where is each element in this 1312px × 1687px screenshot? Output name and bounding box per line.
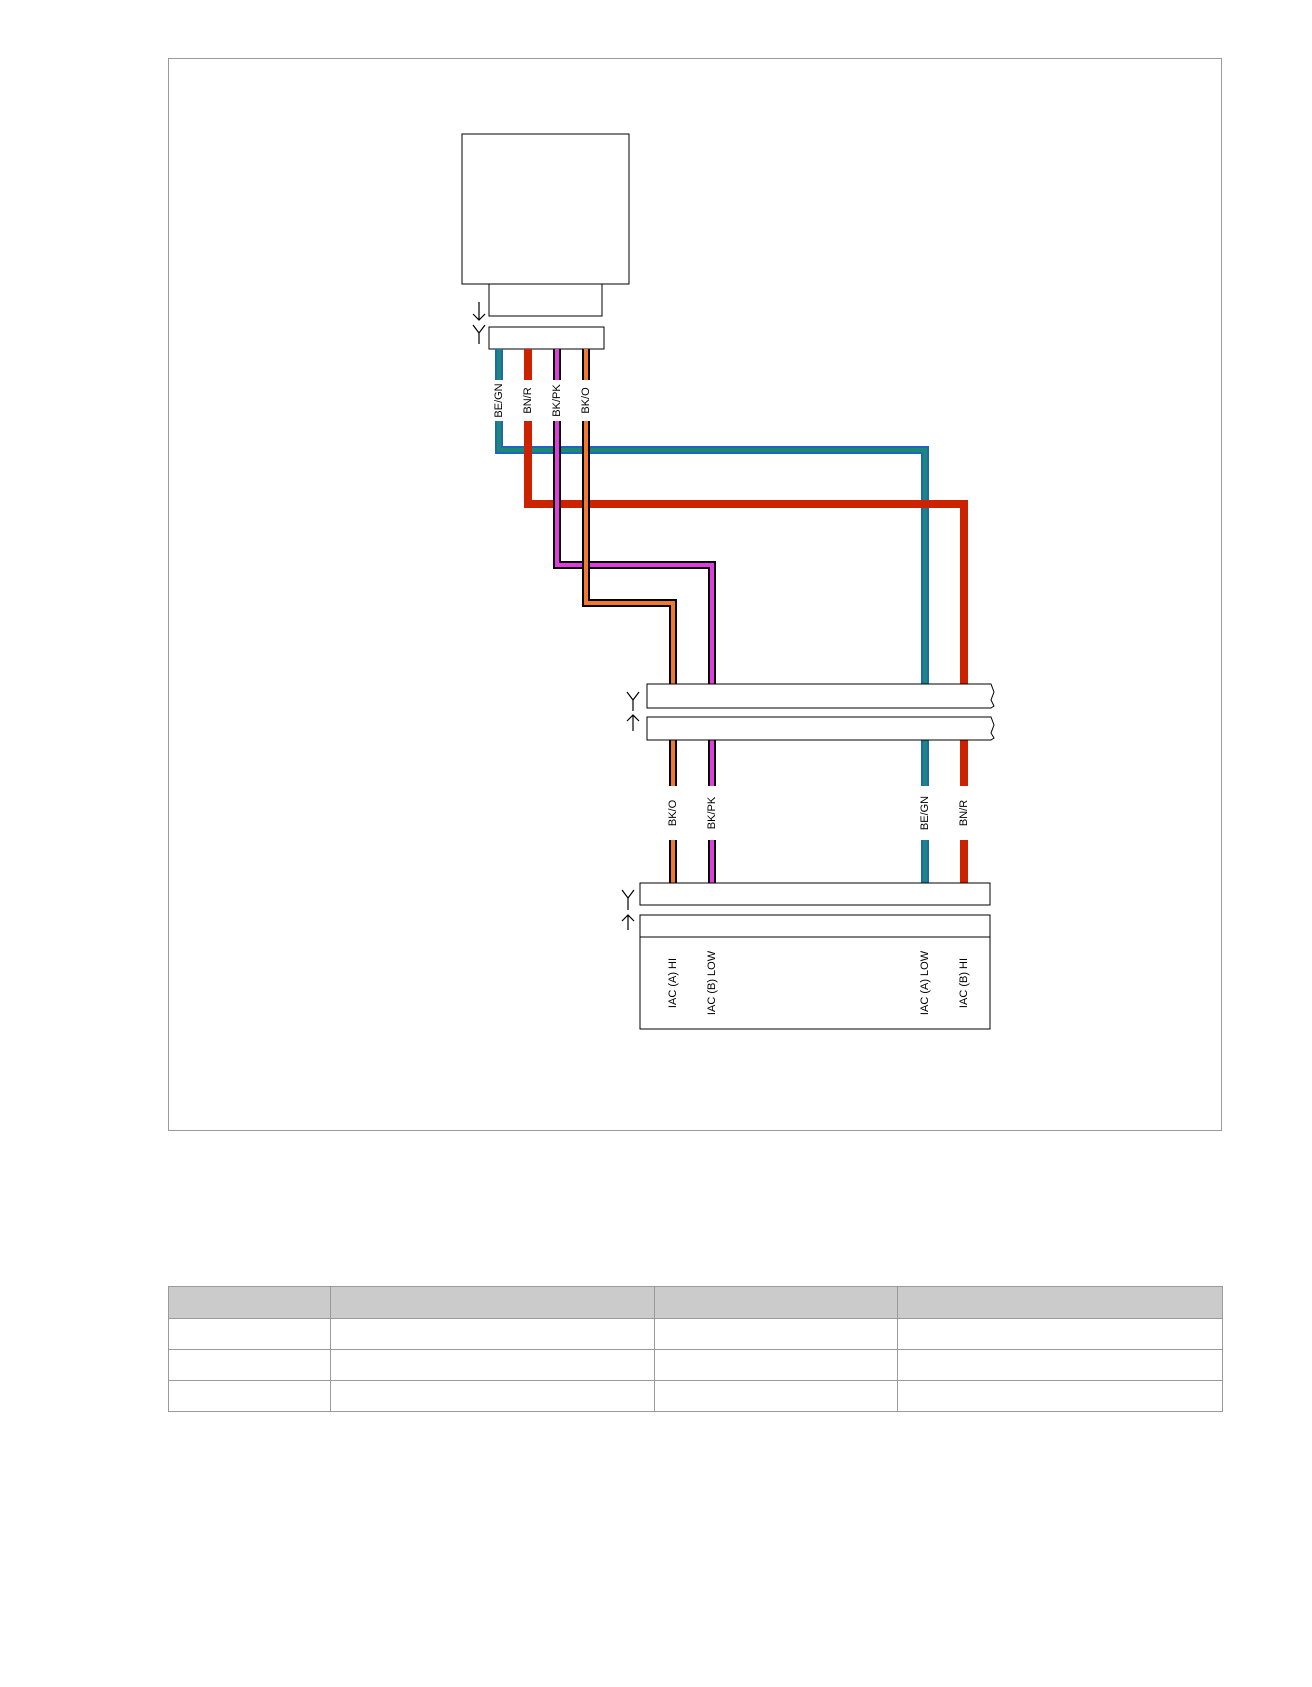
table-cell xyxy=(897,1349,1223,1381)
table-header-row xyxy=(168,1286,1223,1319)
bottom-wire-label: BN/R xyxy=(958,800,970,826)
table-cell xyxy=(168,1349,331,1381)
bottom-wire-labels: BK/O BK/PK BE/GN BN/R xyxy=(667,796,970,830)
diagram-border xyxy=(168,58,1222,1131)
pin-function-labels: IAC (A) HI IAC (B) LOW IAC (A) LOW IAC (B) … xyxy=(667,950,970,1015)
table-cell xyxy=(654,1380,898,1412)
top-wire-label: BN/R xyxy=(522,387,534,413)
connector-table xyxy=(168,1286,1223,1412)
bottom-wire-label: BE/GN xyxy=(919,796,931,830)
table-header-cell xyxy=(330,1286,655,1319)
module-connector xyxy=(621,882,991,1030)
table-row xyxy=(168,1318,1223,1350)
table-header-cell xyxy=(654,1286,898,1319)
table-cell xyxy=(168,1318,331,1350)
bottom-wire-label: BK/O xyxy=(667,799,679,826)
top-wire-label: BK/PK xyxy=(551,384,563,417)
table-cell xyxy=(897,1318,1223,1350)
table-cell xyxy=(897,1380,1223,1412)
table-row xyxy=(168,1349,1223,1381)
table-header-cell xyxy=(897,1286,1223,1319)
bn-r-route-wire xyxy=(524,421,968,684)
pin-function-label: IAC (B) LOW xyxy=(706,950,718,1015)
table-cell xyxy=(168,1380,331,1412)
bk-o-route-wire xyxy=(582,421,677,684)
component-body xyxy=(461,133,630,285)
pin-function-label: IAC (A) HI xyxy=(667,958,679,1008)
table-cell xyxy=(330,1318,655,1350)
top-wire-label: BE/GN xyxy=(493,383,505,417)
top-wire-label: BK/O xyxy=(580,387,592,414)
component-connector-housing xyxy=(488,283,603,317)
be-gn-route-wire-stripe xyxy=(497,421,927,684)
table-cell xyxy=(654,1318,898,1350)
bk-pk-route-wire xyxy=(553,421,716,684)
inline-connector xyxy=(626,683,995,741)
wiring-diagram: BE/GN BN/R BK/PK BK/O BK/O BK/PK BE/GN BN/R IA… xyxy=(168,58,1222,1131)
top-mating-connector xyxy=(488,326,605,350)
bk-o-route-wire-stripe xyxy=(584,421,675,684)
bk-pk-route-wire-stripe xyxy=(555,421,714,684)
wire-harness xyxy=(495,349,968,883)
connector-symbol-top xyxy=(472,302,486,344)
table-header-cell xyxy=(168,1286,331,1319)
top-wire-labels: BE/GN BN/R BK/PK BK/O xyxy=(493,383,592,417)
bottom-wire-label: BK/PK xyxy=(706,796,718,829)
pin-function-label: IAC (B) HI xyxy=(958,958,970,1008)
pin-function-label: IAC (A) LOW xyxy=(919,950,931,1015)
table-row xyxy=(168,1380,1223,1412)
table-cell xyxy=(330,1349,655,1381)
table-cell xyxy=(654,1349,898,1381)
table-cell xyxy=(330,1380,655,1412)
